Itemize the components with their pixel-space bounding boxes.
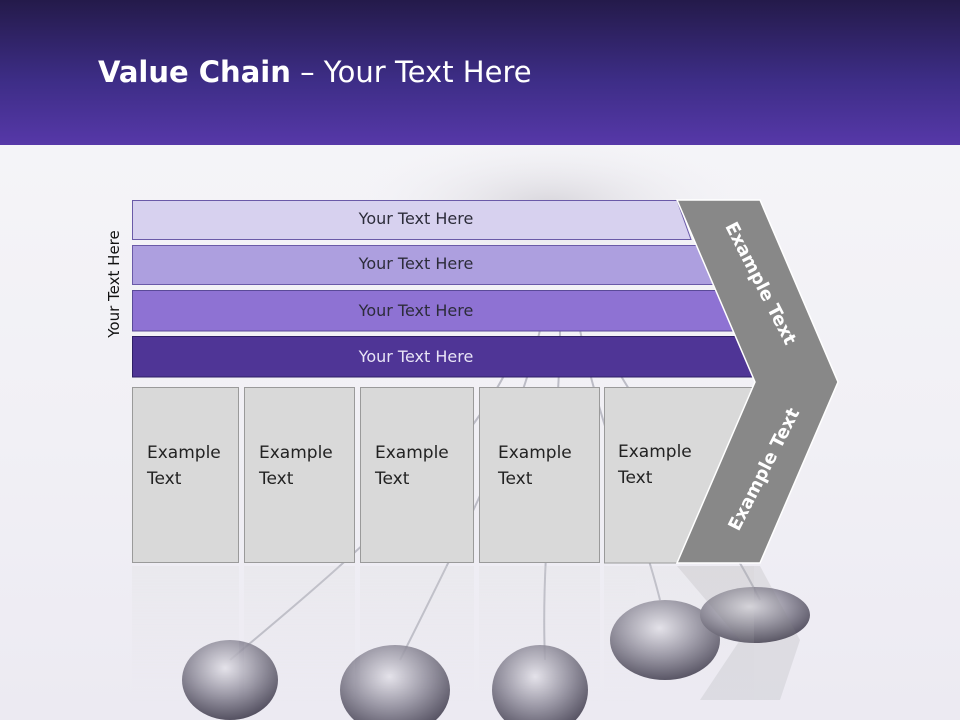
box-3-reflection — [360, 566, 474, 706]
box-1-reflection — [132, 566, 239, 706]
title-bold: Value Chain — [98, 55, 291, 89]
bar-3-label: Your Text Here — [358, 301, 474, 320]
box-5-text: Example Text — [618, 439, 692, 491]
bar-4-label: Your Text Here — [358, 347, 474, 366]
bar-3: Your Text Here — [132, 290, 742, 332]
bar-2: Your Text Here — [132, 245, 717, 285]
page-title: Value Chain – Your Text Here — [98, 55, 532, 89]
box-2-reflection — [244, 566, 355, 706]
bar-1-label: Your Text Here — [358, 209, 474, 228]
box-5-line2: Text — [618, 468, 653, 488]
side-vertical-label: Your Text Here — [105, 230, 123, 338]
reflection-area — [132, 566, 772, 706]
box-4-line1: Example — [498, 443, 572, 463]
box-4-line2: Text — [498, 469, 533, 489]
bar-4: Your Text Here — [132, 336, 767, 378]
box-5-line1: Example — [618, 442, 692, 462]
header-banner: Value Chain – Your Text Here — [0, 0, 960, 145]
box-3-line1: Example — [375, 443, 449, 463]
box-5-reflection — [604, 566, 754, 706]
box-1-line1: Example — [147, 443, 221, 463]
bar-2-label: Your Text Here — [358, 254, 474, 273]
box-2-line1: Example — [259, 443, 333, 463]
bar-1: Your Text Here — [132, 200, 692, 240]
title-rest: – Your Text Here — [290, 55, 532, 89]
box-3-line2: Text — [375, 469, 410, 489]
box-1-line2: Text — [147, 469, 182, 489]
box-4-reflection — [479, 566, 600, 706]
mouse-reflections — [182, 587, 810, 720]
box-2-line2: Text — [259, 469, 294, 489]
